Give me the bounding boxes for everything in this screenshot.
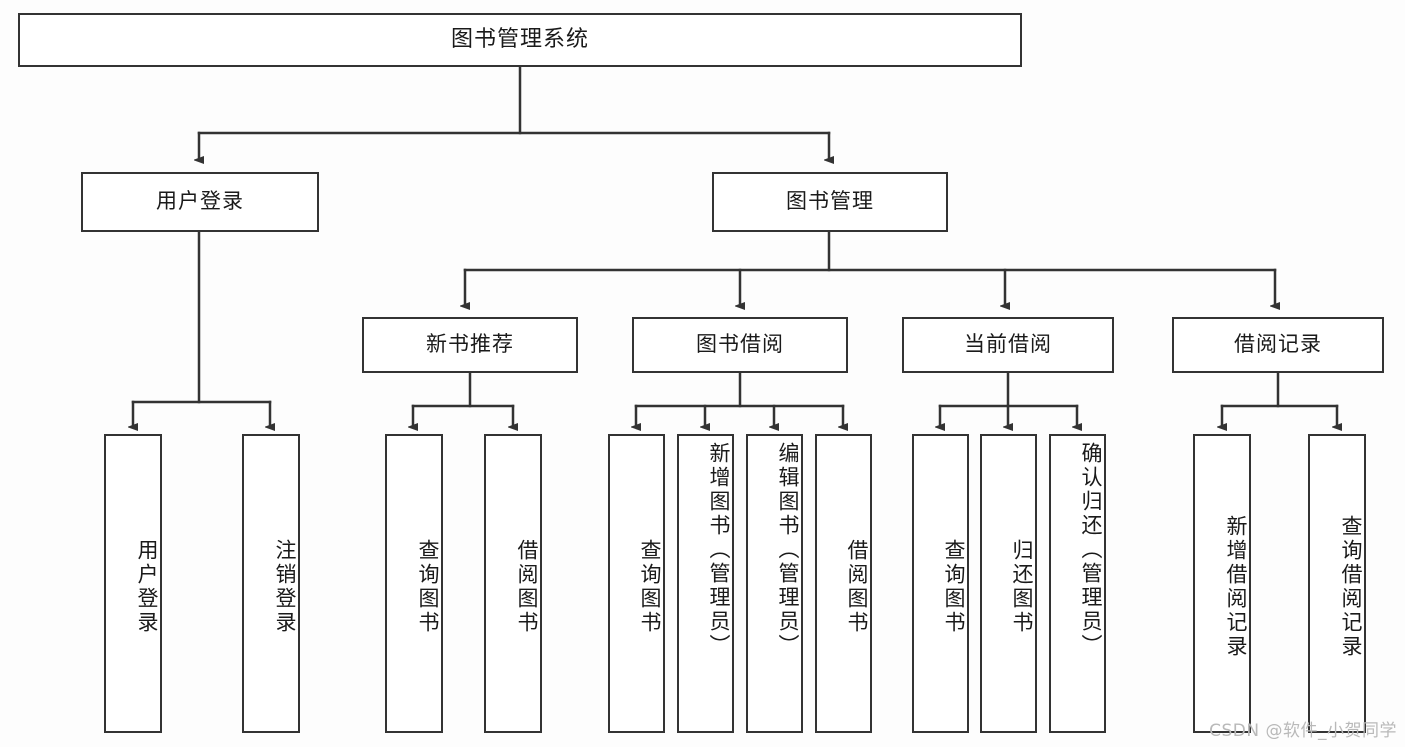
leaf-add-book-admin[interactable]: 新增图书（管理员） xyxy=(677,434,734,733)
leaf-add-borrow-record[interactable]: 新增借阅记录 xyxy=(1193,434,1251,733)
leaf-borrow-book-recommend[interactable]: 借阅图书 xyxy=(484,434,542,733)
node-new-book-recommend[interactable]: 新书推荐 xyxy=(362,317,578,373)
node-book-management[interactable]: 图书管理 xyxy=(712,172,948,232)
leaf-query-book-current[interactable]: 查询图书 xyxy=(912,434,969,733)
node-borrow-record[interactable]: 借阅记录 xyxy=(1172,317,1384,373)
leaf-logout-login[interactable]: 注销登录 xyxy=(242,434,300,733)
node-book-borrow[interactable]: 图书借阅 xyxy=(632,317,848,373)
leaf-query-book-borrow[interactable]: 查询图书 xyxy=(608,434,665,733)
leaf-query-borrow-record[interactable]: 查询借阅记录 xyxy=(1308,434,1366,733)
leaf-edit-book-admin[interactable]: 编辑图书（管理员） xyxy=(746,434,803,733)
leaf-user-login[interactable]: 用户登录 xyxy=(104,434,162,733)
watermark-credit: CSDN @软件_小贺同学 xyxy=(1209,721,1397,741)
leaf-query-book-recommend[interactable]: 查询图书 xyxy=(385,434,443,733)
leaf-return-book[interactable]: 归还图书 xyxy=(980,434,1037,733)
leaf-confirm-return-admin[interactable]: 确认归还（管理员） xyxy=(1049,434,1106,733)
leaf-borrow-book[interactable]: 借阅图书 xyxy=(815,434,872,733)
node-current-borrow[interactable]: 当前借阅 xyxy=(902,317,1114,373)
node-user-login[interactable]: 用户登录 xyxy=(81,172,319,232)
node-root-system[interactable]: 图书管理系统 xyxy=(18,13,1022,67)
